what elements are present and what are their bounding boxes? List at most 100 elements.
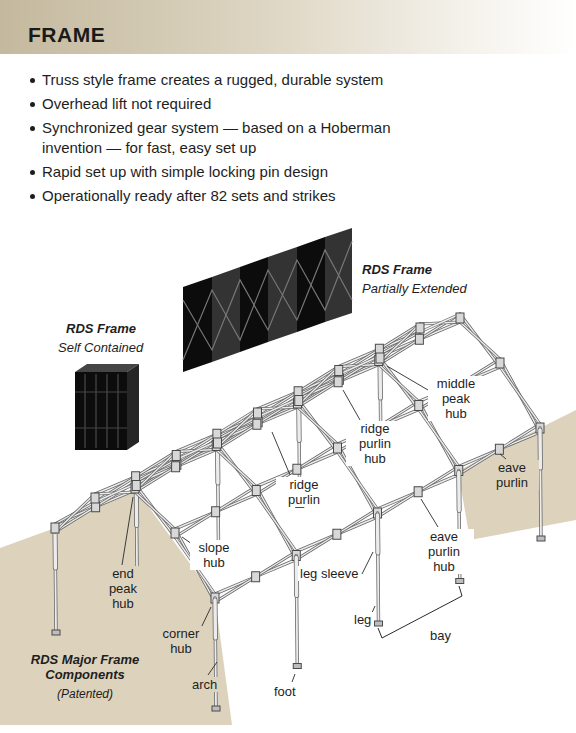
foot	[375, 621, 383, 626]
frame-bar	[298, 357, 379, 408]
part-label: end peak hub	[98, 566, 148, 611]
hub	[415, 334, 423, 344]
frame-bar	[299, 367, 339, 405]
frame-bar	[420, 314, 460, 332]
eave-shading	[458, 410, 576, 540]
frame-bar	[296, 517, 377, 552]
frame-bar	[500, 367, 540, 424]
hub	[51, 523, 59, 533]
frame-bar	[218, 443, 219, 547]
frame-bar	[460, 314, 500, 367]
frame-bar	[380, 324, 420, 362]
hub	[212, 507, 220, 517]
hub	[415, 401, 423, 411]
figure-subtitle: Self Contained	[58, 340, 143, 355]
bullet-dot	[30, 102, 35, 107]
frame-bar	[176, 442, 216, 460]
frame-bar	[378, 467, 459, 518]
frame-bar	[135, 492, 175, 529]
figure-subtitle: (Patented)	[8, 687, 162, 702]
hub	[172, 451, 180, 461]
frame-bar	[213, 600, 217, 638]
frame-bar	[339, 357, 379, 375]
hub	[171, 528, 179, 538]
bullet-dot	[30, 194, 35, 199]
frame-bar	[218, 443, 219, 547]
frame-bar	[460, 322, 500, 359]
frame-bar	[298, 399, 338, 452]
part-label: leg sleeve	[298, 566, 361, 581]
part-label: leg	[352, 612, 373, 627]
extended-frame	[183, 228, 352, 372]
frame-bar	[53, 530, 58, 568]
frame-bar	[298, 357, 379, 408]
frame-bar	[460, 314, 500, 367]
frame-bar	[53, 530, 57, 568]
frame-bar	[136, 452, 176, 490]
part-label: eave purlin hub	[414, 529, 474, 574]
frame-bar	[380, 324, 420, 362]
frame-bar	[135, 484, 175, 537]
frame-bar	[135, 442, 216, 493]
frame-bar	[379, 314, 460, 365]
part-label: eave purlin	[485, 460, 539, 490]
frame-bar	[55, 494, 95, 532]
foot	[293, 664, 301, 669]
frame-bar	[540, 428, 541, 538]
frame-bar	[216, 399, 297, 450]
figure-title: RDS Frame	[66, 321, 136, 336]
frame-bar	[379, 365, 419, 402]
frame-bar	[420, 314, 460, 332]
bullet-text: Truss style frame creates a rugged, dura…	[42, 70, 462, 90]
hub	[333, 529, 341, 539]
bullet-dot	[30, 126, 35, 131]
frame-bar	[55, 528, 56, 632]
frame-bar	[500, 359, 540, 432]
hub	[414, 487, 422, 497]
hub	[252, 572, 260, 582]
foot	[537, 536, 545, 541]
frame-bar	[378, 467, 459, 518]
frame-bar	[457, 473, 461, 511]
frame-bar	[213, 600, 218, 638]
hub	[496, 358, 504, 368]
foot	[456, 579, 464, 584]
frame-bar	[216, 399, 297, 450]
frame-bar	[135, 492, 175, 529]
frame-bar	[379, 357, 419, 410]
bullet-text: Overhead lift not required	[42, 94, 462, 114]
frame-bar	[258, 399, 298, 417]
frame-bar	[218, 409, 258, 447]
frame-bar	[540, 428, 541, 538]
frame-bar	[175, 487, 256, 538]
frame-bar	[378, 513, 379, 623]
section-title: FRAME	[28, 23, 105, 47]
part-label: bay	[428, 628, 453, 643]
hub	[132, 481, 140, 491]
frame-bar	[379, 357, 419, 410]
frame-bar	[216, 450, 256, 487]
frame-bar	[500, 359, 540, 432]
part-label: slope hub	[190, 540, 238, 570]
hub	[376, 353, 384, 363]
frame-bar	[378, 513, 379, 623]
hub	[252, 486, 260, 496]
foot	[212, 706, 220, 711]
figure-subtitle: Partially Extended	[362, 281, 467, 296]
frame-bar	[216, 442, 256, 495]
frame-bar	[460, 322, 500, 359]
frame-bar	[135, 484, 175, 537]
frame-bar	[175, 495, 256, 530]
frame-bar	[298, 407, 338, 444]
frame-bar	[298, 407, 338, 444]
frame-bar	[339, 357, 379, 375]
frame-bar	[135, 442, 216, 493]
hub	[91, 493, 99, 503]
hub	[214, 438, 222, 448]
frame-bar	[175, 487, 256, 538]
bullet-text: Operationally ready after 82 sets and st…	[42, 186, 462, 206]
frame-bar	[216, 442, 256, 495]
hub	[416, 323, 424, 333]
part-label: corner hub	[155, 626, 207, 656]
frame-bar	[296, 509, 377, 560]
